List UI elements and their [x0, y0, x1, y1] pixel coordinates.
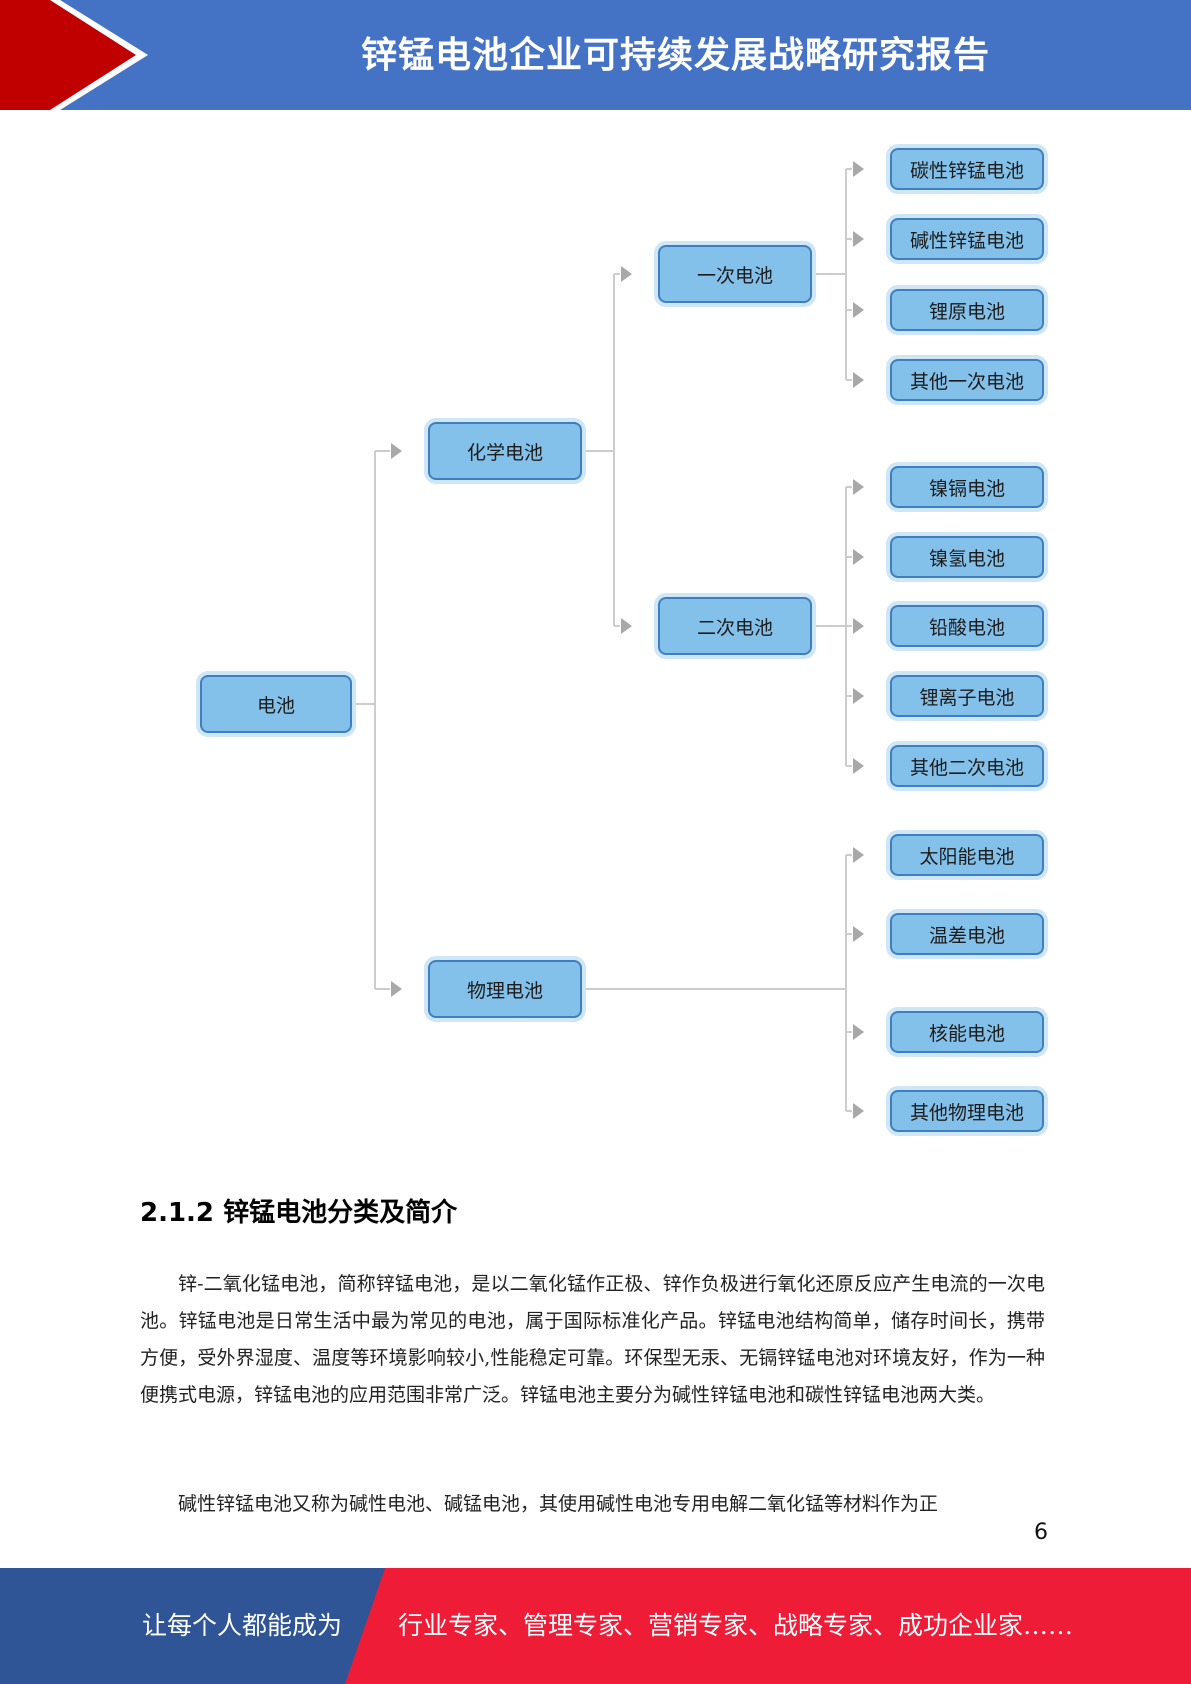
arrow-icon — [853, 926, 864, 942]
node-leaf: 其他一次电池 — [890, 359, 1044, 401]
arrow-icon — [391, 443, 402, 459]
node-leaf: 镍镉电池 — [890, 466, 1044, 508]
arrow-icon — [853, 1103, 864, 1119]
footer-left-band — [0, 1568, 385, 1684]
node-leaf: 核能电池 — [890, 1011, 1044, 1053]
node-leaf: 锂原电池 — [890, 289, 1044, 331]
footer-slogan-right: 行业专家、管理专家、营销专家、战略专家、成功企业家…… — [398, 1611, 1074, 1640]
arrow-icon — [853, 231, 864, 247]
section-heading: 2.1.2 锌锰电池分类及简介 — [140, 1198, 458, 1228]
arrow-icon — [853, 1024, 864, 1040]
header-title: 锌锰电池企业可持续发展战略研究报告 — [360, 35, 990, 76]
node-battery: 电池 — [200, 675, 352, 733]
arrow-icon — [391, 981, 402, 997]
node-chemical-battery: 化学电池 — [428, 422, 582, 480]
battery-classification-diagram: 电池 化学电池 物理电池 一次电池 二次电池 碳性锌锰电池 碱性锌锰电池 锂原电… — [190, 140, 1050, 1140]
body-paragraph: 锌-二氧化锰电池，简称锌锰电池，是以二氧化锰作正极、锌作负极进行氧化还原反应产生… — [140, 1273, 1045, 1406]
arrow-icon — [621, 266, 632, 282]
footer-slogan-left: 让每个人都能成为 — [142, 1611, 343, 1640]
header-chevron — [0, 0, 136, 110]
node-secondary-battery: 二次电池 — [658, 597, 812, 655]
node-physical-battery: 物理电池 — [428, 960, 582, 1018]
node-leaf: 镍氢电池 — [890, 536, 1044, 578]
diagram-connectors — [352, 168, 852, 1112]
header-band — [0, 0, 1191, 110]
page-footer: 让每个人都能成为 行业专家、管理专家、营销专家、战略专家、成功企业家…… — [0, 1568, 1191, 1684]
node-leaf: 其他物理电池 — [890, 1090, 1044, 1132]
arrow-icon — [853, 372, 864, 388]
page-number: 6 — [1034, 1520, 1048, 1545]
node-leaf: 铅酸电池 — [890, 605, 1044, 647]
arrow-icon — [853, 479, 864, 495]
page-header: 锌锰电池企业可持续发展战略研究报告 — [0, 0, 1191, 110]
arrow-icon — [853, 302, 864, 318]
header-graphic — [0, 0, 1191, 110]
arrow-icon — [621, 618, 632, 634]
node-primary-battery: 一次电池 — [658, 245, 812, 303]
body-paragraph: 碱性锌锰电池又称为碱性电池、碱锰电池，其使用碱性电池专用电解二氧化锰等材料作为正 — [178, 1493, 939, 1515]
arrow-icon — [853, 847, 864, 863]
footer-graphic — [0, 1568, 1191, 1684]
arrow-icon — [853, 549, 864, 565]
node-leaf: 锂离子电池 — [890, 675, 1044, 717]
arrow-icon — [853, 161, 864, 177]
arrow-icon — [853, 758, 864, 774]
node-leaf: 太阳能电池 — [890, 834, 1044, 876]
node-leaf: 温差电池 — [890, 913, 1044, 955]
node-leaf: 碱性锌锰电池 — [890, 218, 1044, 260]
arrow-icon — [853, 618, 864, 634]
arrow-icon — [853, 688, 864, 704]
node-leaf: 其他二次电池 — [890, 745, 1044, 787]
node-leaf: 碳性锌锰电池 — [890, 148, 1044, 190]
